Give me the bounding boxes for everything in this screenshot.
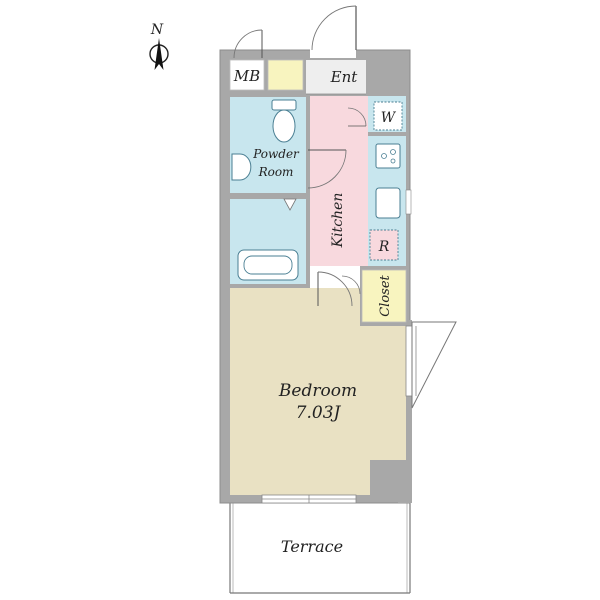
mb-label: MB <box>233 67 260 85</box>
kitchen-floor <box>310 96 368 266</box>
kitchen-sink <box>375 187 401 219</box>
stove-top <box>375 143 401 169</box>
entrance-floor <box>306 60 366 94</box>
compass: N <box>149 22 169 70</box>
entrance-door-opening <box>310 46 356 58</box>
kitchen-sink-basin <box>375 187 401 219</box>
entrance-door-swing <box>311 5 357 51</box>
powder-room-label-line1: Powder <box>252 147 300 161</box>
corner-storage <box>370 460 406 495</box>
terrace-label: Terrace <box>281 537 343 556</box>
mb-door <box>233 29 263 59</box>
south-window <box>261 494 357 504</box>
storage-floor <box>267 59 304 91</box>
bedroom-door-swing <box>317 271 353 307</box>
closet-door <box>341 275 361 295</box>
powder-room-label-line2: Room <box>258 165 294 179</box>
north-arrow-icon <box>154 38 164 70</box>
stove-burner-1 <box>381 153 387 159</box>
closet-floor <box>361 269 407 323</box>
balcony-door <box>411 321 457 409</box>
refrigerator-space <box>369 229 399 261</box>
wash-basin <box>231 153 252 181</box>
refrigerator-outline <box>369 229 399 261</box>
bathroom-door <box>283 198 297 211</box>
bedroom-floor <box>230 288 406 495</box>
bathroom-door-marker <box>283 198 297 211</box>
kitchen-window-frame <box>405 189 412 215</box>
washer-space <box>373 101 403 131</box>
north-label: N <box>150 22 164 38</box>
stove <box>375 143 401 169</box>
hall-floor <box>310 266 360 288</box>
toilet-tank <box>271 99 297 111</box>
balcony-door-panel <box>411 321 457 409</box>
closet-label: Closet <box>378 274 393 316</box>
entry-step-door <box>306 93 367 127</box>
powder-room-door-swing <box>307 149 347 189</box>
entrance-label: Ent <box>330 68 359 86</box>
stove-burner-3 <box>390 158 396 164</box>
kitchen-window <box>405 189 412 215</box>
east-window-frame <box>405 325 413 397</box>
stove-burner-2 <box>390 149 396 155</box>
toilet-bowl <box>272 109 296 143</box>
mb-door-swing <box>233 29 263 59</box>
closet-door-swing <box>341 275 361 295</box>
mb-floor <box>229 59 265 91</box>
entrance-door <box>310 5 357 58</box>
wash-basin-bowl <box>231 153 252 181</box>
bathtub <box>237 249 299 281</box>
washer-door-swing <box>347 107 367 127</box>
powder-room-door <box>307 149 347 189</box>
bedroom-door <box>317 271 353 307</box>
terrace: Terrace <box>229 503 411 594</box>
bedroom-label: Bedroom <box>278 381 357 401</box>
bedroom-size-label: 7.03J <box>296 403 342 423</box>
east-window <box>405 325 413 397</box>
toilet <box>271 99 297 143</box>
washer-label: W <box>381 110 397 126</box>
bathtub-inner <box>243 255 293 275</box>
kitchen-label: Kitchen <box>330 193 346 249</box>
washer-outline <box>373 101 403 131</box>
refrigerator-label: R <box>378 239 390 255</box>
